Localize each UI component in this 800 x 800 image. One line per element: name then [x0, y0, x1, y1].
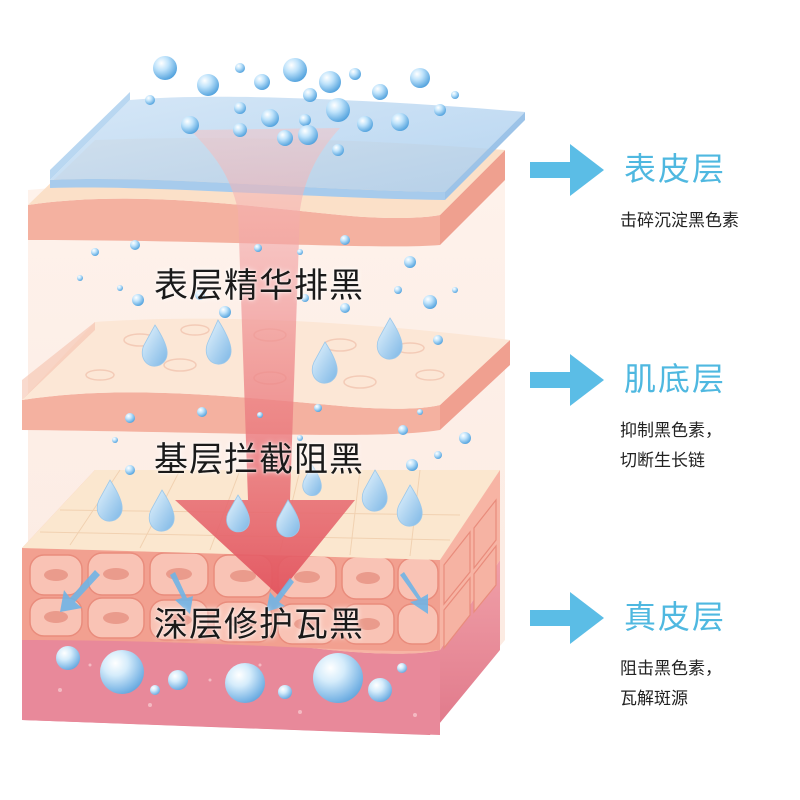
- callout-desc: 阻击黑色素， 瓦解斑源: [620, 654, 722, 714]
- callout-desc-line: 阻击黑色素，: [620, 659, 722, 679]
- callout-desc: 击碎沉淀黑色素: [620, 206, 739, 236]
- arrow-right-icon: [530, 592, 604, 644]
- callout-desc-line: 击碎沉淀黑色素: [620, 211, 739, 231]
- callout-desc-line: 抑制黑色素，: [620, 421, 722, 441]
- surface-label: 表层精华排黑: [154, 266, 364, 306]
- bubbles-mid: [77, 235, 471, 475]
- callout-title: 表皮层: [624, 150, 727, 188]
- callout-desc: 抑制黑色素， 切断生长链: [620, 416, 722, 476]
- arrow-right-icon: [530, 354, 604, 406]
- deep-label: 深层修护瓦黑: [154, 605, 364, 645]
- penetration-arrow: [175, 128, 355, 595]
- callout-title: 真皮层: [624, 598, 727, 636]
- arrow-right-icon: [530, 144, 604, 196]
- callout-desc-line: 瓦解斑源: [620, 689, 688, 709]
- bubbles-dermis: [56, 646, 407, 703]
- callout-desc-line: 切断生长链: [620, 451, 705, 471]
- callout-title: 肌底层: [624, 360, 727, 398]
- serum-droplets: [96, 317, 423, 538]
- basal-label: 基层拦截阻黑: [154, 440, 364, 480]
- spread-arrows: [60, 570, 428, 614]
- bubbles-top: [145, 56, 459, 156]
